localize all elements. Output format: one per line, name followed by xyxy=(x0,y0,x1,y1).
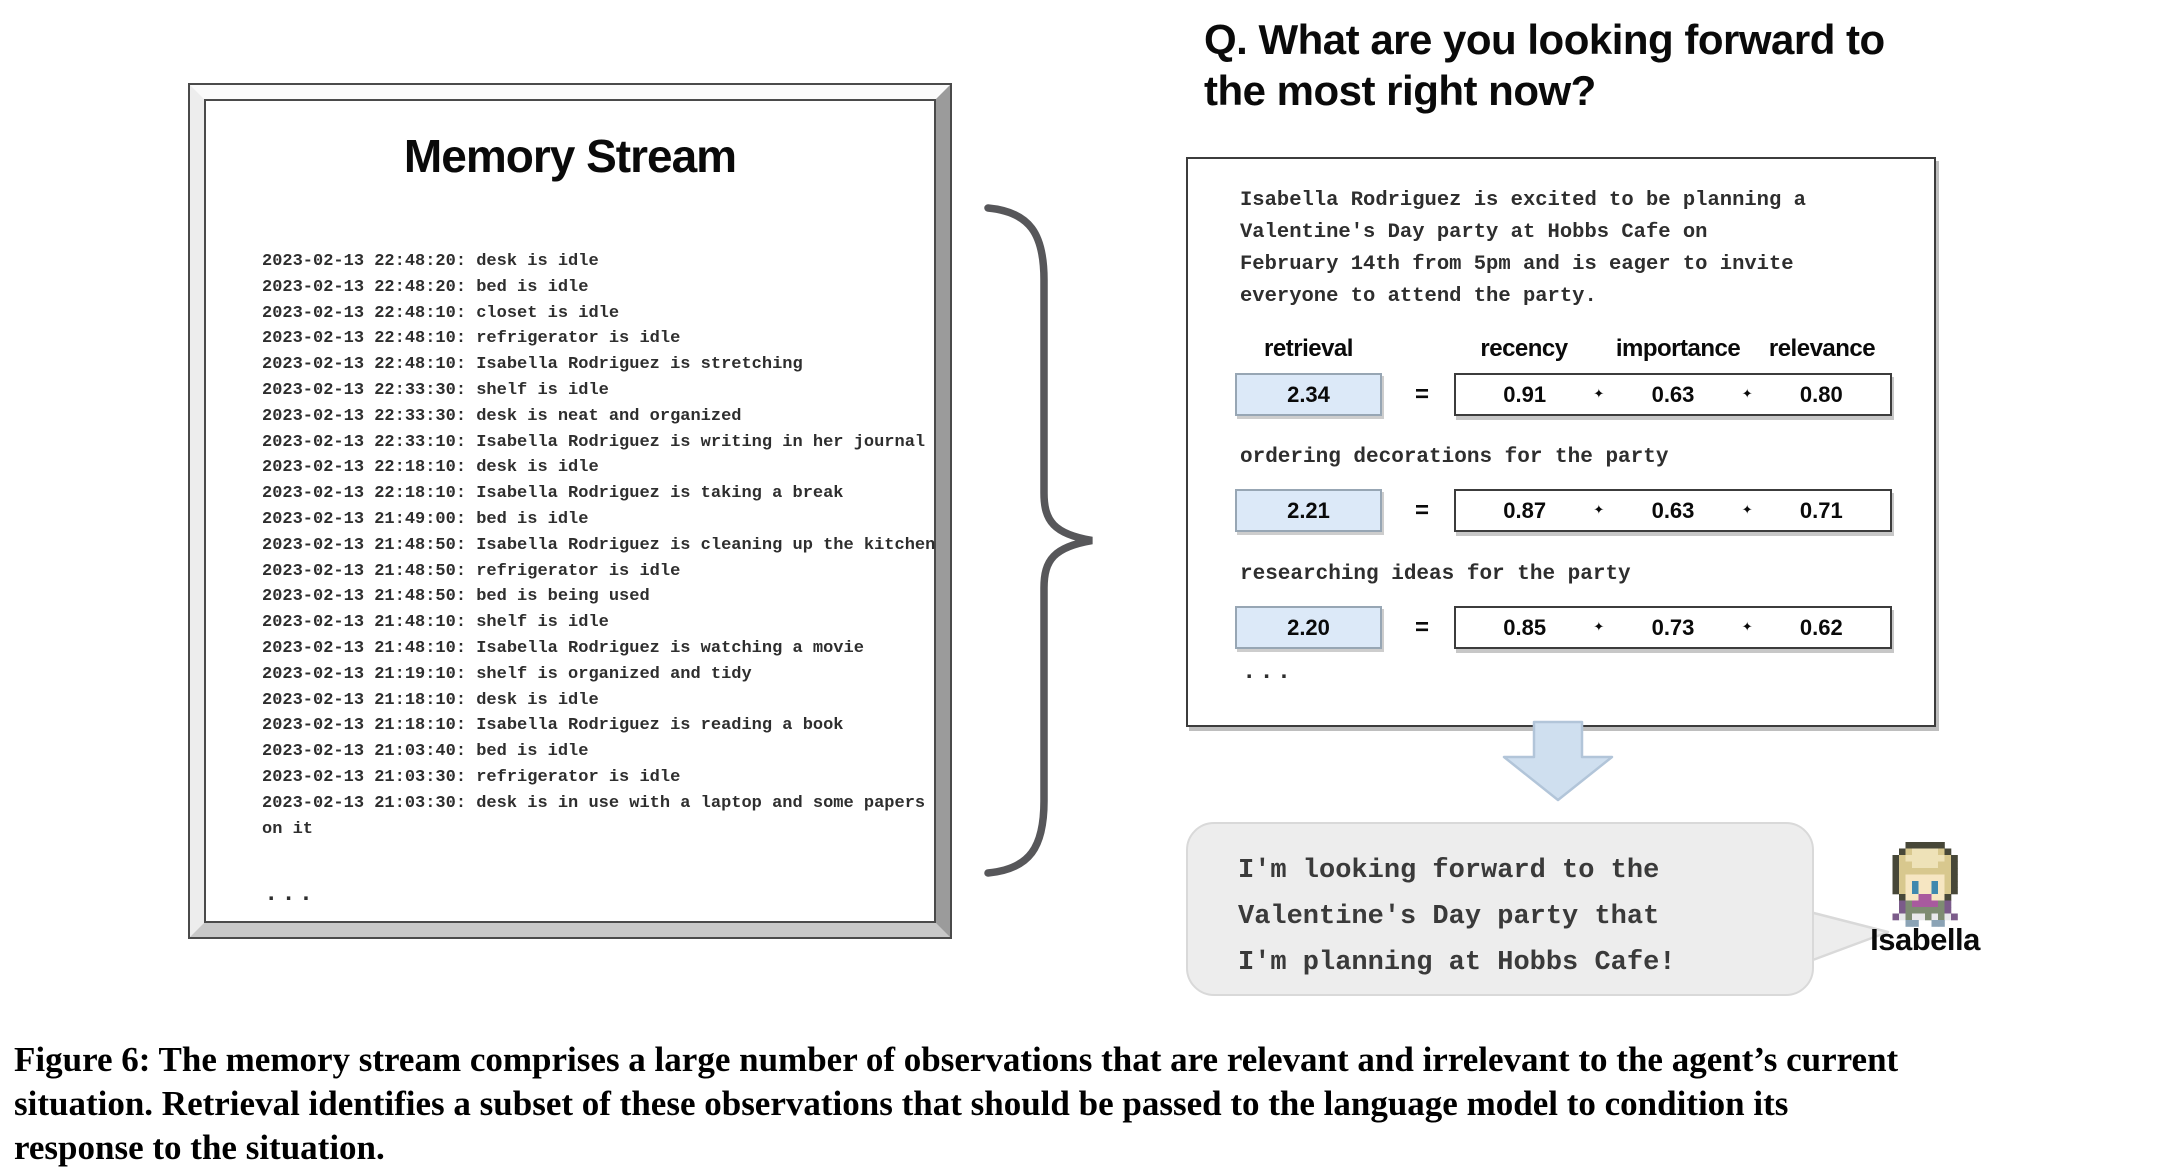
diamond-separator-icon: ✦ xyxy=(1741,620,1753,635)
header-importance: importance xyxy=(1615,335,1741,362)
importance-value: 0.63 xyxy=(1651,381,1695,407)
retrieval-panel: Isabella Rodriguez is excited to be plan… xyxy=(1186,157,1936,727)
answer-speech-bubble: I'm looking forward to the Valentine's D… xyxy=(1186,822,1814,996)
retrieval-score-box: 2.34 xyxy=(1235,373,1382,416)
component-scores-box: 0.91 ✦ 0.63 ✦ 0.80 xyxy=(1454,373,1892,416)
memory-entry: 2023-02-13 21:18:10: desk is idle xyxy=(262,690,599,710)
memory-entry: 2023-02-13 21:19:10: shelf is organized … xyxy=(262,664,752,684)
agent-name-label: Isabella xyxy=(1870,922,1980,957)
memory-entry: 2023-02-13 21:48:50: Isabella Rodriguez … xyxy=(262,535,936,555)
memory-entry: 2023-02-13 21:48:50: refrigerator is idl… xyxy=(262,561,681,581)
score-row: 2.21 = 0.87 ✦ 0.63 ✦ 0.71 xyxy=(1188,489,1934,532)
component-scores-box: 0.85 ✦ 0.73 ✦ 0.62 xyxy=(1454,606,1892,649)
memory-stream-panel: Memory Stream 2023-02-13 22:48:20: desk … xyxy=(204,99,936,923)
equals-sign: = xyxy=(1414,496,1429,524)
memory-entry: 2023-02-13 22:48:10: Isabella Rodriguez … xyxy=(262,355,803,375)
header-relevance: relevance xyxy=(1768,335,1876,362)
memory-entry: 2023-02-13 22:33:30: shelf is idle xyxy=(262,380,609,400)
score-row: 2.20 = 0.85 ✦ 0.73 ✦ 0.62 xyxy=(1188,606,1934,649)
relevance-value: 0.62 xyxy=(1799,614,1843,640)
memory-entry: 2023-02-13 22:33:10: Isabella Rodriguez … xyxy=(262,432,926,452)
memory-stream-frame: Memory Stream 2023-02-13 22:48:20: desk … xyxy=(190,85,950,937)
equals-sign: = xyxy=(1414,613,1429,641)
header-recency: recency xyxy=(1480,335,1568,362)
importance-value: 0.73 xyxy=(1651,614,1695,640)
diamond-separator-icon: ✦ xyxy=(1593,620,1605,635)
memory-stream-title: Memory Stream xyxy=(403,130,737,182)
isabella-avatar-icon xyxy=(1892,842,1958,927)
memory-entry: 2023-02-13 21:48:10: Isabella Rodriguez … xyxy=(262,638,864,658)
score-row: 2.34 = 0.91 ✦ 0.63 ✦ 0.80 xyxy=(1188,373,1934,416)
memory-entry: 2023-02-13 22:48:20: desk is idle xyxy=(262,252,599,271)
down-arrow-icon xyxy=(1502,720,1614,802)
diamond-separator-icon: ✦ xyxy=(1593,503,1605,518)
diamond-separator-icon: ✦ xyxy=(1741,387,1753,402)
memory-entry: 2023-02-13 21:03:30: desk is in use with… xyxy=(262,793,926,839)
memory-entry: 2023-02-13 21:49:00: bed is idle xyxy=(262,509,589,529)
memory-entry: 2023-02-13 22:48:10: closet is idle xyxy=(262,303,620,323)
retrieval-score-box: 2.21 xyxy=(1235,489,1382,532)
memory-entry: 2023-02-13 22:33:30: desk is neat and or… xyxy=(262,406,742,426)
brace-icon xyxy=(984,204,1093,877)
recency-value: 0.85 xyxy=(1503,614,1547,640)
memory-entry: 2023-02-13 21:48:50: bed is being used xyxy=(262,587,650,607)
memory-entry: 2023-02-13 21:03:40: bed is idle xyxy=(262,742,589,762)
memory-entry: 2023-02-13 21:48:10: shelf is idle xyxy=(262,613,609,633)
retrieval-score-box: 2.20 xyxy=(1235,606,1382,649)
diamond-separator-icon: ✦ xyxy=(1593,387,1605,402)
memory-entry: 2023-02-13 22:18:10: Isabella Rodriguez … xyxy=(262,484,844,504)
importance-value: 0.63 xyxy=(1651,497,1695,523)
relevance-value: 0.80 xyxy=(1799,381,1843,407)
memory-stream-ellipsis: ... xyxy=(264,881,317,908)
header-retrieval: retrieval xyxy=(1264,335,1353,362)
recency-value: 0.87 xyxy=(1503,497,1547,523)
memory-entry: 2023-02-13 22:48:10: refrigerator is idl… xyxy=(262,329,681,349)
diamond-separator-icon: ✦ xyxy=(1741,503,1753,518)
equals-sign: = xyxy=(1414,380,1429,408)
memory-entry: 2023-02-13 21:18:10: Isabella Rodriguez … xyxy=(262,716,844,736)
memory-entry: 2023-02-13 22:48:20: bed is idle xyxy=(262,277,589,297)
answer-text: I'm looking forward to the Valentine's D… xyxy=(1238,856,1676,978)
memory-label: researching ideas for the party xyxy=(1240,563,1631,586)
memory-entry-list: 2023-02-13 22:48:20: desk is idle 2023-02… xyxy=(262,249,935,842)
question-text: Q. What are you looking forward to the m… xyxy=(1204,16,1885,114)
retrieved-memory-summary: Isabella Rodriguez is excited to be plan… xyxy=(1240,189,1806,308)
retrieval-panel-ellipsis: ... xyxy=(1242,659,1295,686)
component-scores-box: 0.87 ✦ 0.63 ✦ 0.71 xyxy=(1454,489,1892,532)
relevance-value: 0.71 xyxy=(1799,497,1843,523)
recency-value: 0.91 xyxy=(1503,381,1547,407)
memory-entry: 2023-02-13 21:03:30: refrigerator is idl… xyxy=(262,767,681,787)
memory-entry: 2023-02-13 22:18:10: desk is idle xyxy=(262,458,599,478)
memory-label: ordering decorations for the party xyxy=(1240,446,1669,469)
figure-caption: Figure 6: The memory stream comprises a … xyxy=(14,1040,1899,1167)
